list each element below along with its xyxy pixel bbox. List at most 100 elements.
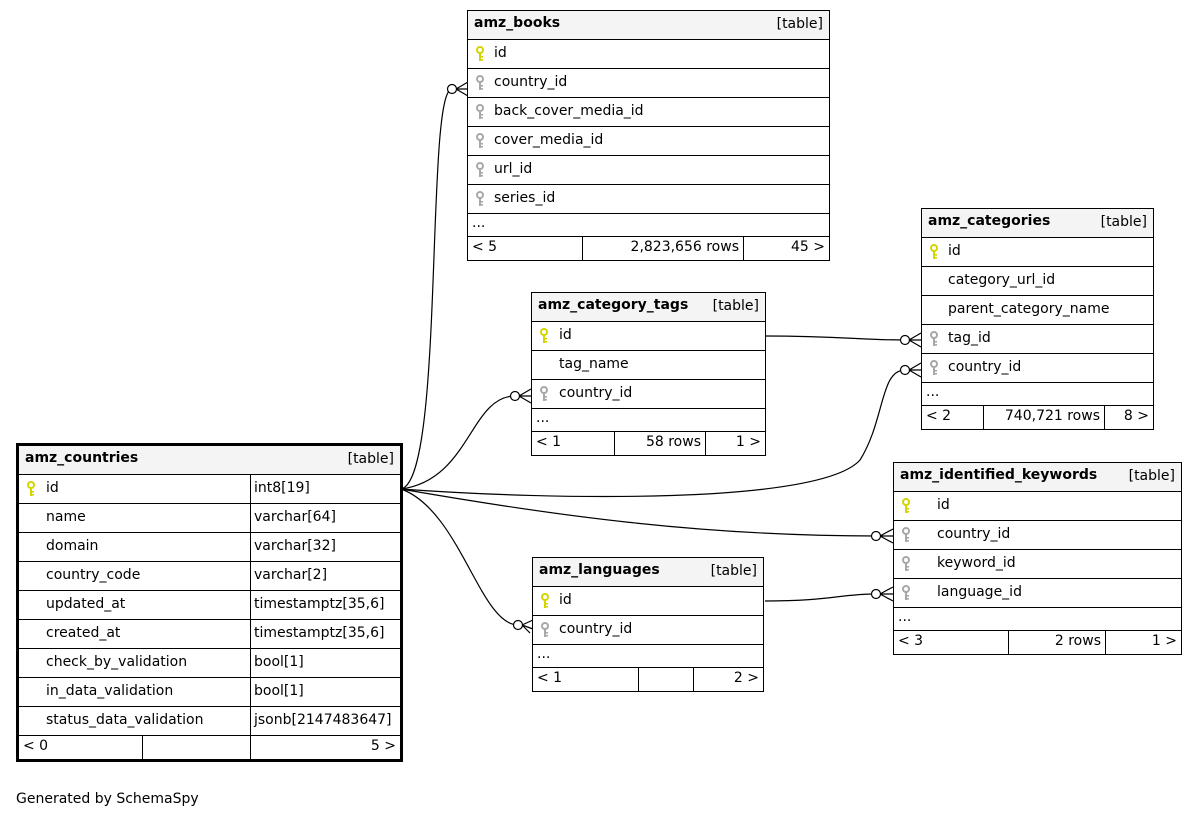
table-amz-books[interactable]: amz_books [table] id country_id back_cov… <box>467 10 830 261</box>
primary-key-icon <box>475 46 485 62</box>
column-row[interactable]: country_id <box>532 380 765 409</box>
children-count[interactable]: 1 > <box>1105 631 1181 654</box>
table-amz-categories[interactable]: amz_categories [table] id category_url_i… <box>921 208 1154 430</box>
column-row[interactable]: status_data_validation jsonb[2147483647] <box>19 707 400 736</box>
column-row[interactable]: cover_media_id <box>468 127 829 156</box>
relationship-languages-identified-keywords <box>764 593 877 602</box>
children-count[interactable]: 5 > <box>250 736 400 759</box>
column-name: tag_id <box>948 330 991 346</box>
optional-marker-keywords-country <box>870 530 882 542</box>
optional-marker-categories-country <box>899 364 911 376</box>
column-row[interactable]: id <box>922 238 1153 267</box>
table-name: amz_languages <box>539 562 660 578</box>
relationship-countries-languages <box>400 488 519 626</box>
column-row[interactable]: series_id <box>468 185 829 214</box>
table-name: amz_categories <box>928 213 1051 229</box>
column-name: language_id <box>937 584 1022 600</box>
column-row[interactable]: id <box>533 587 763 616</box>
column-name: keyword_id <box>937 555 1016 571</box>
children-count[interactable]: 45 > <box>743 237 829 260</box>
primary-key-icon <box>26 481 36 497</box>
row-count: 2 rows <box>1008 631 1105 654</box>
column-name: country_code <box>46 567 141 583</box>
parents-count[interactable]: < 0 <box>23 738 49 754</box>
column-type: timestamptz[35,6] <box>250 620 400 648</box>
table-header: amz_countries [table] <box>19 446 400 475</box>
column-row[interactable]: tag_id <box>922 325 1153 354</box>
column-type: varchar[2] <box>250 562 400 590</box>
column-row[interactable]: id int8[19] <box>19 475 400 504</box>
column-row[interactable]: keyword_id <box>894 550 1181 579</box>
column-name: series_id <box>494 190 556 206</box>
column-row[interactable]: country_code varchar[2] <box>19 562 400 591</box>
children-count[interactable]: 2 > <box>693 668 763 691</box>
foreign-key-icon <box>901 585 911 601</box>
primary-key-icon <box>539 328 549 344</box>
column-name: in_data_validation <box>46 683 174 699</box>
ellipsis: ... <box>536 410 550 426</box>
column-row[interactable]: parent_category_name <box>922 296 1153 325</box>
crowfoot-languages <box>521 619 534 634</box>
column-row[interactable]: country_id <box>894 521 1181 550</box>
more-columns: ... <box>532 409 765 432</box>
relationship-countries-books <box>400 88 453 490</box>
table-amz-identified-keywords[interactable]: amz_identified_keywords [table] id count… <box>893 462 1182 655</box>
column-name: id <box>559 327 572 343</box>
table-amz-countries[interactable]: amz_countries [table] id int8[19] name var… <box>16 443 403 762</box>
relationship-category-tags-categories <box>764 335 906 341</box>
foreign-key-icon <box>475 104 485 120</box>
parents-count[interactable]: < 1 <box>536 434 562 450</box>
parents-count[interactable]: < 1 <box>537 670 563 686</box>
table-amz-category-tags[interactable]: amz_category_tags [table] id tag_name co… <box>531 292 766 456</box>
children-count[interactable]: 8 > <box>1104 406 1153 429</box>
column-row[interactable]: country_id <box>533 616 763 645</box>
column-type: varchar[64] <box>250 504 400 532</box>
column-row[interactable]: id <box>468 40 829 69</box>
table-kind: [table] <box>1128 468 1175 484</box>
foreign-key-icon <box>475 133 485 149</box>
row-count <box>638 668 693 691</box>
column-name: id <box>46 480 59 496</box>
parents-count[interactable]: < 5 <box>472 239 498 255</box>
ellipsis: ... <box>926 384 940 400</box>
column-row[interactable]: country_id <box>922 354 1153 383</box>
table-header: amz_languages [table] <box>533 558 763 587</box>
column-type: jsonb[2147483647] <box>250 707 400 735</box>
children-count[interactable]: 1 > <box>705 432 765 455</box>
column-type: varchar[32] <box>250 533 400 561</box>
column-row[interactable]: tag_name <box>532 351 765 380</box>
table-footer: < 2 740,721 rows 8 > <box>922 406 1153 429</box>
crowfoot-category-tags <box>518 388 532 404</box>
column-type: int8[19] <box>250 475 400 503</box>
column-row[interactable]: id <box>532 322 765 351</box>
column-name: name <box>46 509 86 525</box>
column-name: id <box>948 243 961 259</box>
table-kind: [table] <box>347 451 394 467</box>
column-name: cover_media_id <box>494 132 604 148</box>
foreign-key-icon <box>929 360 939 376</box>
table-header: amz_books [table] <box>468 11 829 40</box>
table-kind: [table] <box>1100 214 1147 230</box>
foreign-key-icon <box>475 191 485 207</box>
table-name: amz_books <box>474 15 561 31</box>
crowfoot-books <box>455 81 469 97</box>
column-row[interactable]: language_id <box>894 579 1181 608</box>
column-row[interactable]: country_id <box>468 69 829 98</box>
column-row[interactable]: name varchar[64] <box>19 504 400 533</box>
table-footer: < 0 5 > <box>19 736 400 759</box>
row-count: 740,721 rows <box>983 406 1104 429</box>
optional-marker-languages <box>512 619 524 631</box>
column-row[interactable]: back_cover_media_id <box>468 98 829 127</box>
column-name: status_data_validation <box>46 712 204 728</box>
parents-count[interactable]: < 3 <box>898 633 924 649</box>
column-row[interactable]: id <box>894 492 1181 521</box>
column-row[interactable]: category_url_id <box>922 267 1153 296</box>
table-amz-languages[interactable]: amz_languages [table] id country_id ... … <box>532 557 764 692</box>
column-row[interactable]: url_id <box>468 156 829 185</box>
parents-count[interactable]: < 2 <box>926 408 952 424</box>
